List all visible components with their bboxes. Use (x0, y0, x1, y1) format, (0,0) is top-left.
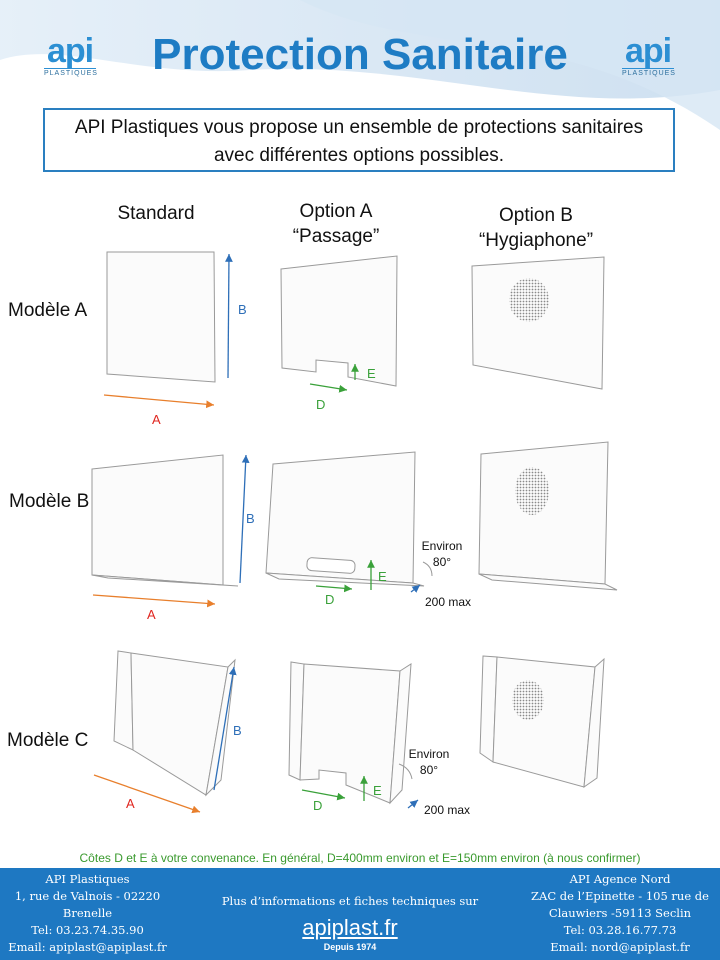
dimension-d-arrow (309, 383, 348, 393)
column-option-b: Option B “Hygiaphone” (456, 203, 616, 253)
dimension-d-arrow (301, 789, 346, 801)
api-logo-left: api PLASTIQUES (44, 32, 98, 77)
label-e: E (378, 569, 387, 584)
column-option-a: Option A “Passage” (266, 199, 406, 249)
label-e: E (367, 366, 376, 381)
dimension-d-arrow (315, 584, 353, 593)
depth-label: 200 max (425, 595, 472, 609)
model-b-standard-drawing (91, 454, 250, 608)
page-title: Protection Sanitaire (152, 30, 568, 79)
model-a-option-a-drawing (280, 255, 398, 393)
api-logo-right: api PLASTIQUES (622, 32, 676, 77)
model-a-option-b-drawing (471, 256, 605, 390)
row-model-c: Modèle C (7, 730, 89, 751)
label-d: D (313, 798, 323, 813)
model-c-option-a-drawing (288, 661, 419, 809)
footer-email-left[interactable]: Email: apiplast@apiplast.fr (8, 940, 167, 954)
depth-arrow (407, 799, 419, 809)
column-option-a-title: Option A (299, 201, 373, 222)
dimensions-note: Côtes D et E à votre convenance. En géné… (79, 851, 641, 865)
angle-arc (422, 561, 433, 577)
label-a: A (126, 796, 135, 811)
website-link[interactable]: apiplast.fr (302, 915, 398, 940)
row-model-b: Modèle B (9, 491, 90, 512)
dimension-b-arrow (225, 253, 233, 379)
label-a: A (152, 412, 161, 427)
column-option-a-subtitle: “Passage” (292, 226, 380, 247)
intro-line-2: avec différentes options possibles. (213, 145, 505, 166)
model-c-standard-drawing (93, 650, 237, 814)
model-a-standard-drawing (103, 251, 233, 409)
since-label: Depuis 1974 (323, 942, 377, 952)
depth-label: 200 max (424, 803, 471, 817)
footer-email-right[interactable]: Email: nord@apiplast.fr (550, 940, 690, 954)
dimension-b-arrow (213, 666, 237, 791)
column-option-b-title: Option B (499, 205, 573, 226)
footer-contact-left: API Plastiques 1, rue de Valnois - 02220… (0, 871, 175, 956)
footer: API Plastiques 1, rue de Valnois - 02220… (0, 868, 720, 960)
model-b-option-b-drawing (478, 441, 618, 591)
label-e: E (373, 783, 382, 798)
label-d: D (316, 397, 326, 412)
label-b: B (233, 723, 242, 738)
label-d: D (325, 592, 335, 607)
depth-arrow (410, 584, 421, 593)
row-model-a: Modèle A (8, 300, 88, 321)
model-c-option-b-drawing (479, 655, 605, 789)
label-b: B (246, 511, 255, 526)
passage-opening (306, 557, 356, 574)
dimension-a-arrow (93, 774, 201, 814)
footer-contact-right: API Agence Nord ZAC de l’Epinette - 105 … (520, 871, 720, 956)
dimension-b-arrow (239, 454, 250, 584)
hygiaphone-holes (512, 680, 544, 720)
dimension-a-arrow (92, 594, 216, 608)
hygiaphone-holes (509, 278, 549, 322)
angle-arc (398, 763, 413, 780)
label-a: A (147, 607, 156, 622)
model-b-option-a-drawing (265, 451, 433, 593)
footer-info-text: Plus d’informations et fiches techniques… (221, 894, 479, 908)
intro-box: API Plastiques vous propose un ensemble … (43, 108, 675, 172)
hygiaphone-holes (515, 467, 549, 515)
dimension-a-arrow (103, 394, 215, 409)
label-b: B (238, 302, 247, 317)
column-option-b-subtitle: “Hygiaphone” (478, 230, 594, 251)
column-standard: Standard (117, 203, 195, 224)
intro-line-1: API Plastiques vous propose un ensemble … (74, 117, 644, 138)
